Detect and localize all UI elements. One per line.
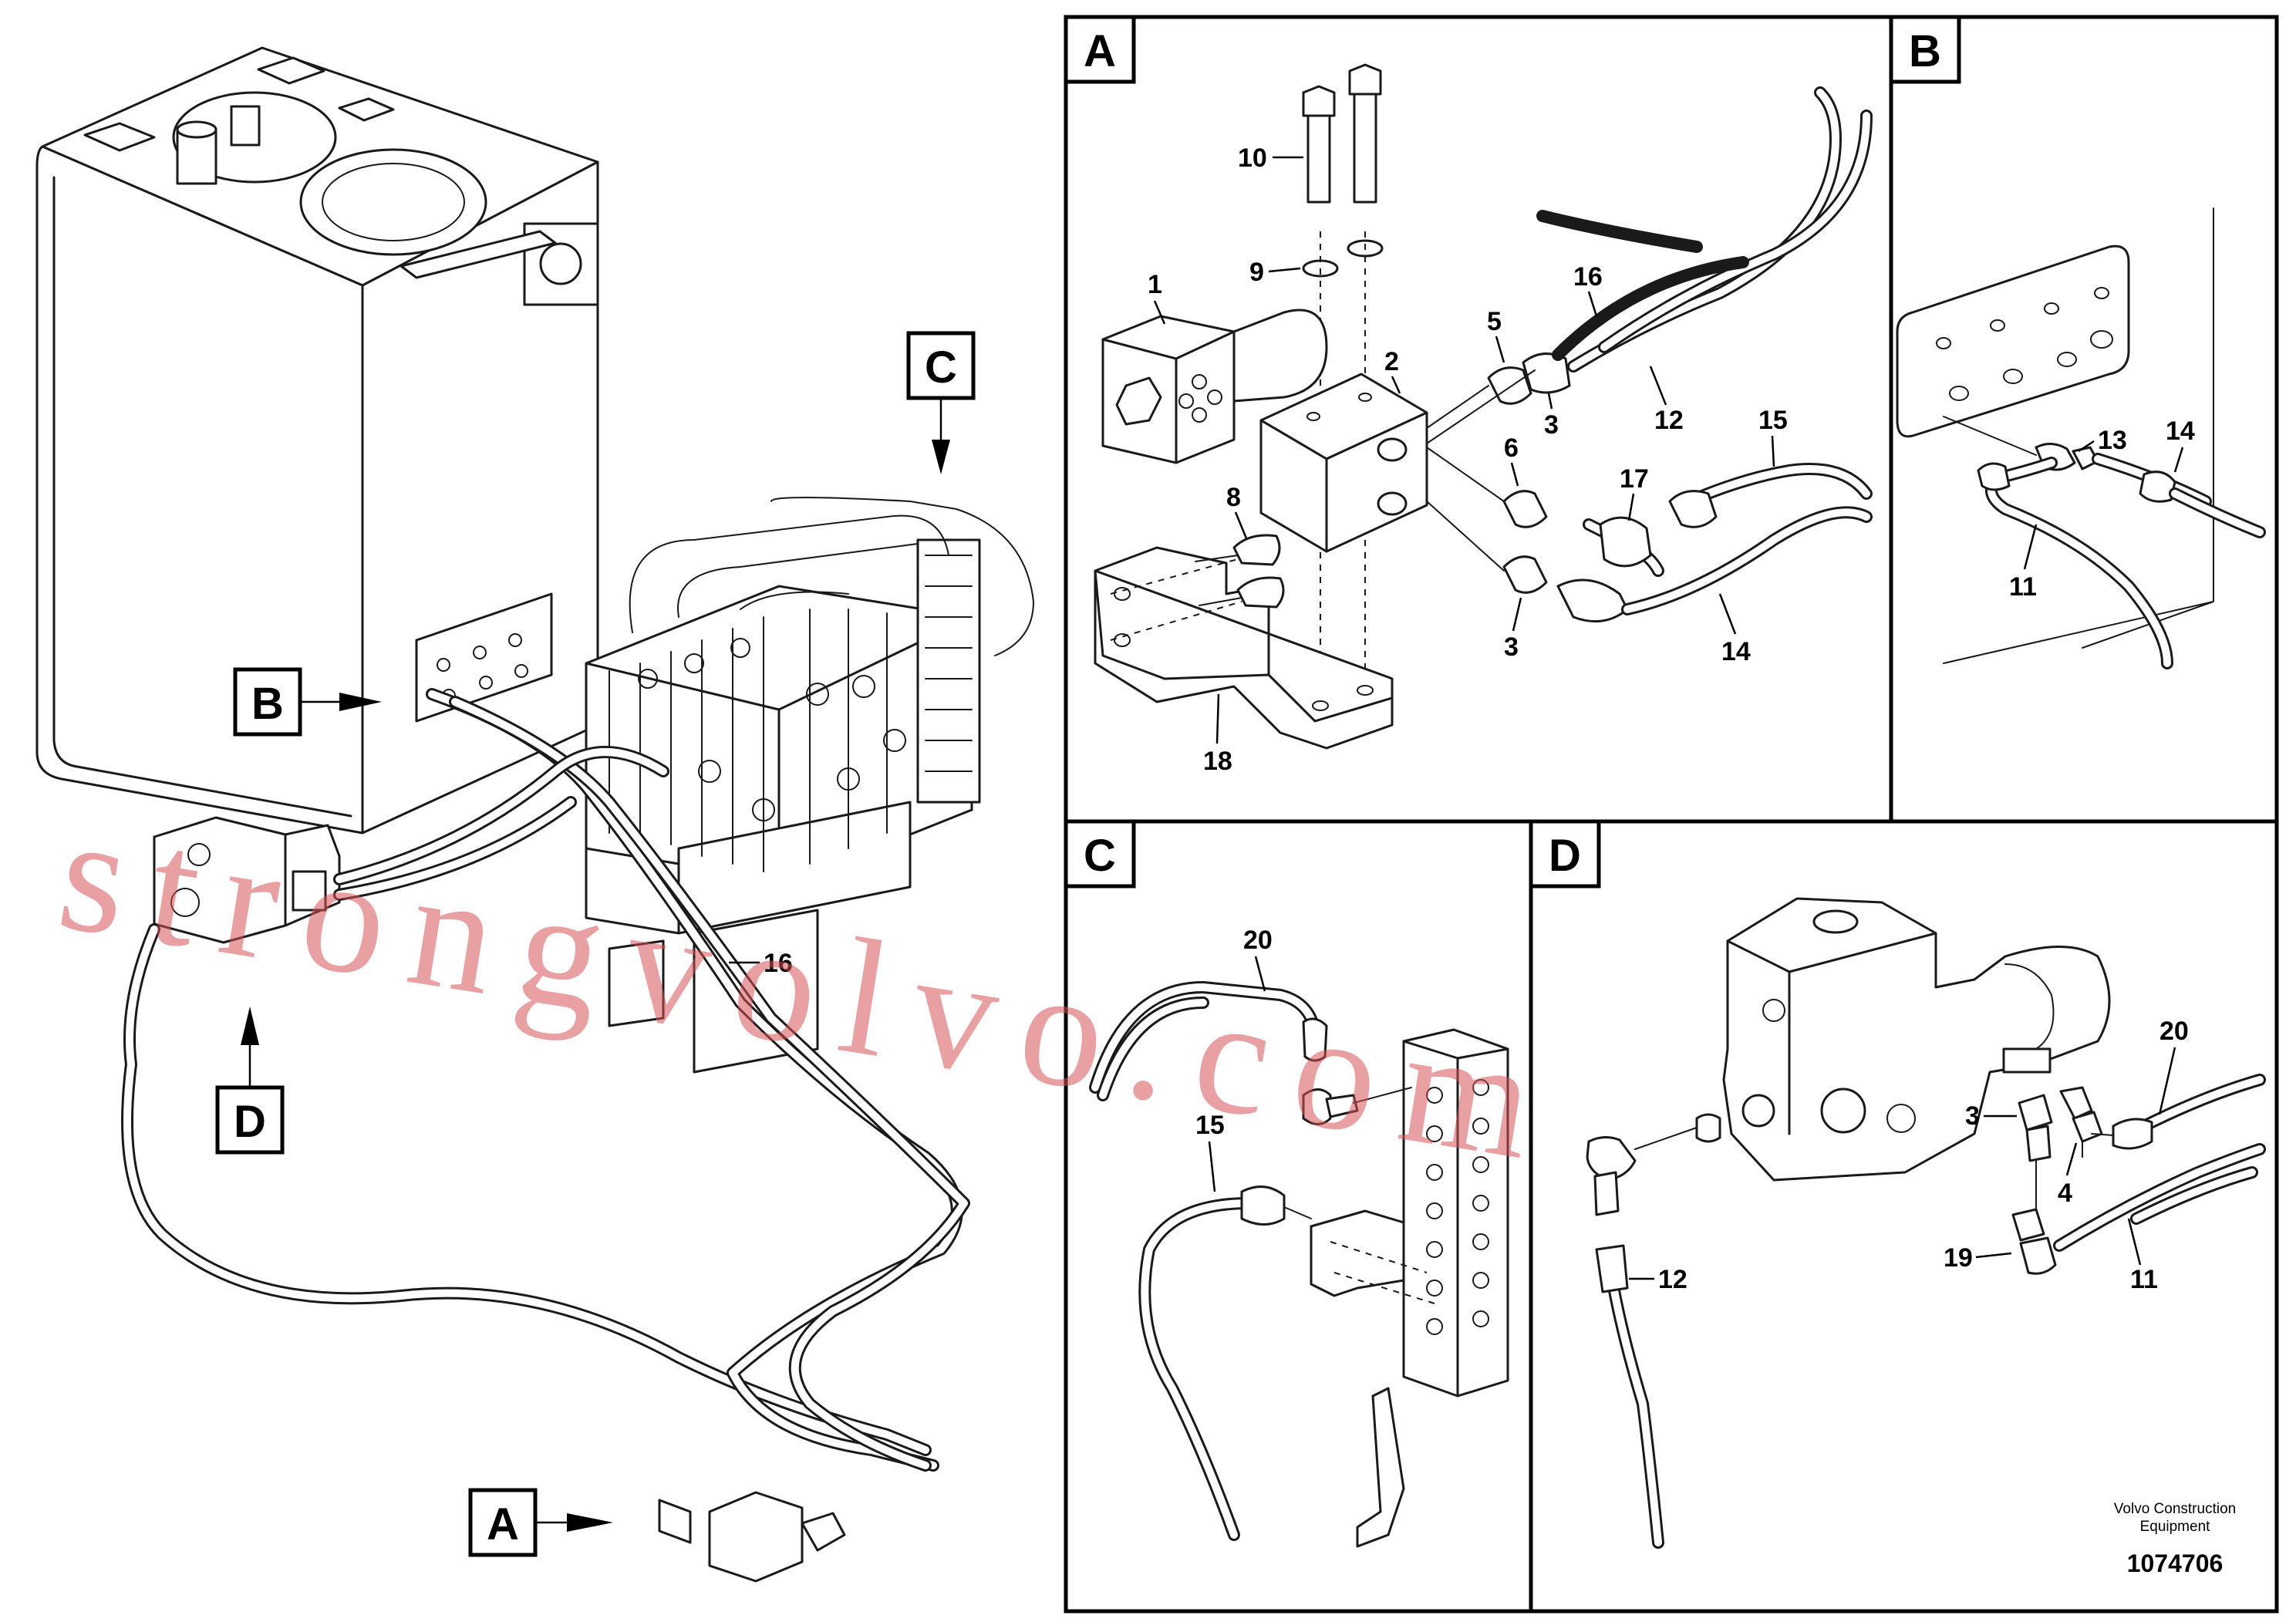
panel-d-label-3: 3 [1965,1101,2017,1131]
svg-text:11: 11 [2009,572,2037,602]
callout-b-label: B [251,679,284,729]
panel-c-label-15: 15 [1195,1111,1225,1192]
svg-text:3: 3 [1544,410,1559,440]
svg-text:3: 3 [1965,1101,1980,1131]
panel-a-label-5: 5 [1487,307,1505,363]
detail-a-location [658,1491,846,1583]
credit-line-1: Volvo Construction [2114,1501,2236,1517]
pilot-valve-block [153,816,341,944]
hydraulic-tank [35,46,599,835]
panel-a-label-14: 14 [1718,593,1751,666]
panel-a-label-12: 12 [1649,366,1684,435]
panel-b-label-13: 13 [2078,426,2127,455]
svg-text:8: 8 [1226,483,1241,512]
overview-part-16: 16 [729,949,793,978]
overview-drawing [35,46,1034,1583]
svg-text:13: 13 [2098,426,2127,455]
panel-b-label-14: 14 [2166,416,2195,473]
panel-a-label-18: 18 [1203,693,1232,776]
panel-d-label-11: 11 [2127,1218,2158,1294]
callout-c-label: C [925,342,957,393]
panel-c-label-20: 20 [1243,926,1273,992]
drawing-number: 1074706 [2127,1549,2224,1577]
svg-text:14: 14 [2166,416,2195,446]
hose-routing [121,688,970,1472]
svg-text:20: 20 [2159,1017,2189,1046]
svg-text:9: 9 [1249,258,1264,287]
panel-a: A [1064,15,1873,776]
panel-b-label-11: 11 [2009,524,2038,602]
panel-b-title: B [1909,26,1941,76]
svg-text:11: 11 [2130,1265,2158,1294]
detail-panels-frame [1064,15,2279,1614]
svg-text:19: 19 [1944,1243,1973,1273]
panel-a-label-1: 1 [1148,270,1166,325]
panel-d-label-12: 12 [1629,1265,1687,1294]
panel-d-title: D [1549,831,1581,881]
credit-line-2: Equipment [2140,1519,2211,1535]
svg-text:10: 10 [1238,143,1267,173]
callout-a: A [468,1488,613,1557]
panel-a-label-10: 10 [1238,143,1303,173]
panel-a-label-9: 9 [1249,258,1301,287]
panel-a-label-2: 2 [1384,347,1401,394]
callout-a-label: A [487,1499,519,1549]
svg-text:20: 20 [1243,926,1273,955]
panel-d-label-20: 20 [2158,1017,2189,1115]
panel-a-label-17: 17 [1620,464,1649,521]
panel-c-ports [1426,1079,1489,1335]
svg-text:17: 17 [1620,464,1649,494]
panel-a-title: A [1084,26,1116,76]
panel-a-label-8: 8 [1226,483,1248,539]
panel-a-label-16: 16 [1573,262,1603,317]
svg-text:1: 1 [1148,270,1162,299]
panel-d-label-4: 4 [2058,1142,2078,1208]
panel-a-label-15: 15 [1758,406,1788,467]
svg-text:5: 5 [1487,307,1502,336]
panel-d: D 20 3 4 [1529,819,2266,1577]
svg-text:12: 12 [1654,406,1684,435]
callout-d: D [215,1007,285,1155]
svg-text:14: 14 [1721,637,1751,666]
svg-text:4: 4 [2058,1179,2072,1208]
panel-a-label-3b: 3 [1504,597,1522,662]
svg-text:18: 18 [1203,747,1232,776]
overview-part-16-label: 16 [764,949,793,978]
svg-text:12: 12 [1658,1265,1687,1294]
panel-d-label-19: 19 [1944,1243,2012,1273]
panel-c: C 20 15 [1064,819,1509,1548]
callout-b: B [233,667,382,737]
panel-a-label-3a: 3 [1544,393,1559,440]
svg-text:3: 3 [1504,632,1519,662]
callout-d-label: D [234,1097,266,1147]
svg-text:15: 15 [1758,406,1788,435]
svg-text:2: 2 [1384,347,1399,376]
svg-text:6: 6 [1504,433,1519,463]
svg-text:15: 15 [1195,1111,1225,1140]
svg-text:16: 16 [1573,262,1603,292]
panel-c-title: C [1084,831,1116,881]
panel-a-label-6: 6 [1504,433,1519,487]
callout-c: C [906,331,976,474]
panel-b: B 13 14 11 [1889,15,2266,669]
